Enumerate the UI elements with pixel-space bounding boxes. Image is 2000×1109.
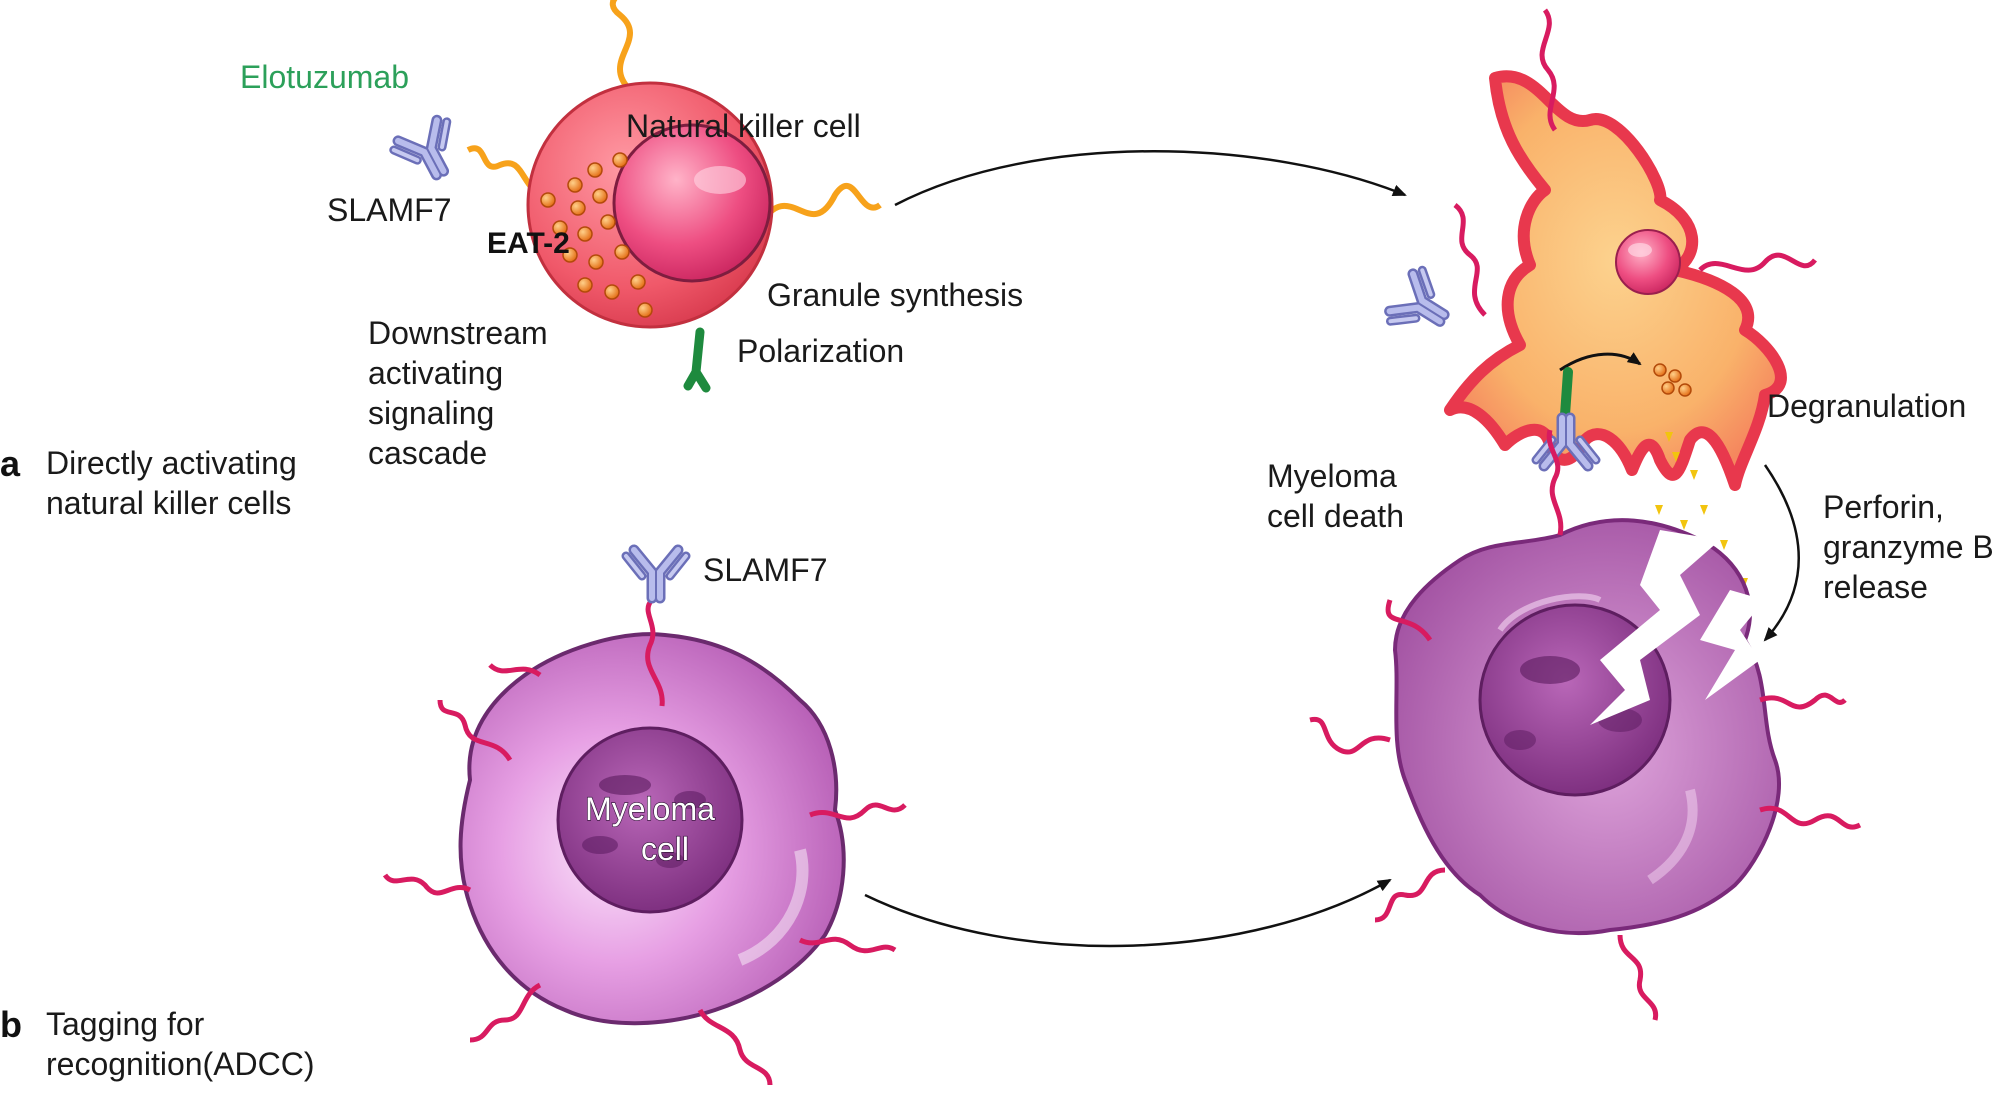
slamf7-label-bottom: SLAMF7 — [703, 552, 827, 588]
perforin-label-3: release — [1823, 569, 1928, 605]
panel-a-caption-1: Directly activating — [46, 445, 297, 481]
eat2-label: EAT-2 — [487, 227, 570, 260]
panel-b-letter: b — [0, 1004, 22, 1045]
nk-cell — [466, 0, 882, 393]
polarization-receptor — [683, 327, 711, 393]
myeloma-cell — [382, 598, 907, 1086]
panel-b-caption-1: Tagging for — [46, 1006, 205, 1042]
process-arrow-icon-bottom — [864, 878, 1392, 948]
slamf7-label-top: SLAMF7 — [327, 192, 451, 228]
eat2-receptor-top — [609, 0, 633, 93]
dying-myeloma-cell — [1309, 429, 1862, 1021]
perforin-label-1: Perforin, — [1823, 489, 1944, 525]
downstream-label-4: cascade — [368, 435, 487, 471]
nk-cell-label: Natural killer cell — [626, 108, 861, 144]
degranulation-label: Degranulation — [1767, 388, 1966, 424]
panel-a-letter: a — [0, 443, 21, 484]
panel-a-caption-2: natural killer cells — [46, 485, 291, 521]
downstream-label-3: signaling — [368, 395, 494, 431]
myeloma-death-label-2: cell death — [1267, 498, 1404, 534]
antibody-icon-bottom — [626, 550, 686, 598]
panel-b-caption-2: recognition(ADCC) — [46, 1046, 315, 1082]
drug-label: Elotuzumab — [240, 59, 409, 95]
downstream-label-1: Downstream — [368, 315, 548, 351]
myeloma-cell-label-2: cell — [641, 831, 689, 867]
myeloma-death-label-1: Myeloma — [1267, 458, 1397, 494]
eat2-receptor-right — [757, 183, 882, 227]
polarization-label: Polarization — [737, 333, 904, 369]
activated-nk-cell — [1444, 8, 1817, 491]
release-arrow-icon — [1763, 464, 1800, 642]
perforin-label-2: granzyme B — [1823, 529, 1994, 565]
myeloma-cell-label-1: Myeloma — [585, 791, 715, 827]
antibody-icon — [391, 117, 467, 188]
granules — [540, 152, 653, 318]
process-arrow-icon — [894, 150, 1407, 207]
downstream-label-2: activating — [368, 355, 503, 391]
granule-synthesis-label: Granule synthesis — [767, 277, 1023, 313]
